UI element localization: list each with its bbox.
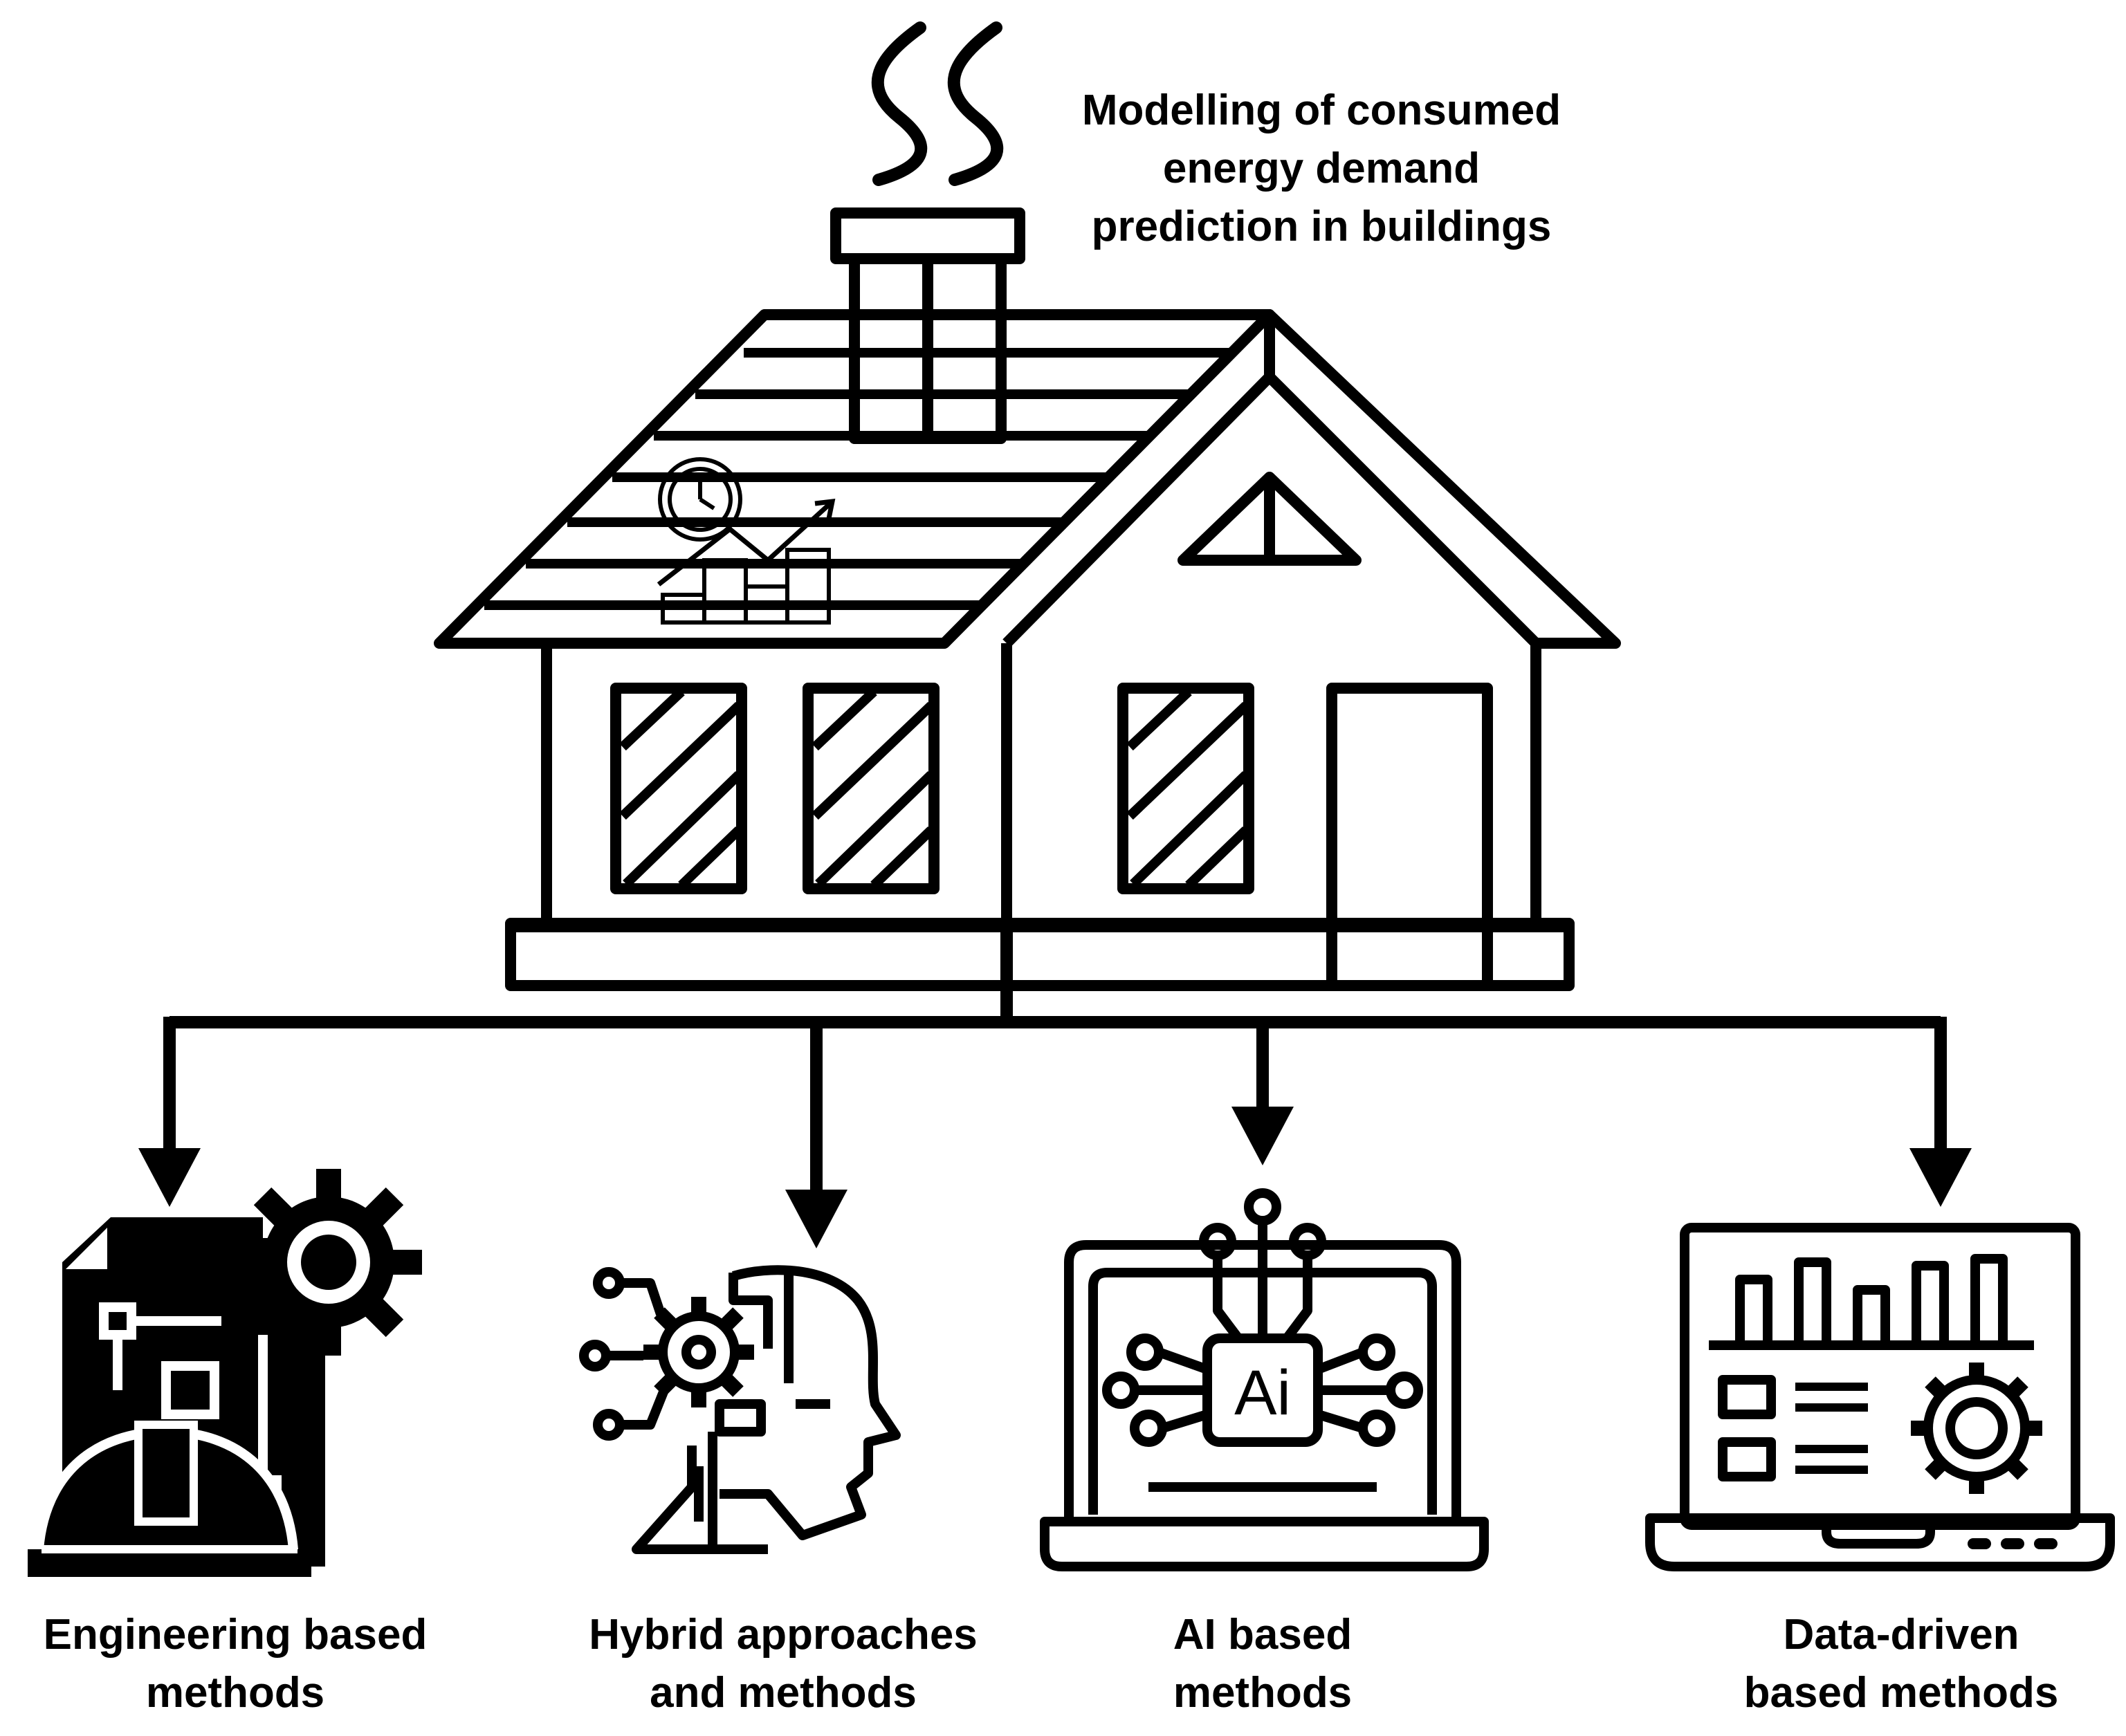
caption-line-1: Hybrid approaches xyxy=(589,1611,978,1659)
connector-lines xyxy=(163,927,1947,1200)
data-dashboard-laptop-icon xyxy=(1645,1223,2115,1571)
engineering-blueprint-gear-helmet-icon xyxy=(28,1169,422,1577)
caption-data-driven-methods: Data-driven based methods xyxy=(1652,1606,2126,1722)
ai-chip-label: Ai xyxy=(1234,1358,1291,1428)
caption-line-2: based methods xyxy=(1743,1669,2059,1717)
arrowheads xyxy=(138,1107,1972,1248)
caption-line-2: methods xyxy=(1173,1669,1353,1717)
arrow-engineering xyxy=(138,1148,201,1207)
house-icon xyxy=(434,207,1621,991)
arrow-hybrid xyxy=(785,1190,847,1248)
caption-line-1: AI based xyxy=(1173,1611,1353,1659)
energy-gauge-chart-icon xyxy=(657,457,836,625)
caption-ai-methods: AI based methods xyxy=(1014,1606,1512,1722)
hybrid-robot-head-gear-icon xyxy=(579,1265,901,1554)
ai-chip-laptop-icon: Ai xyxy=(1040,1188,1489,1571)
caption-hybrid-methods: Hybrid approaches and methods xyxy=(534,1606,1032,1722)
caption-engineering-methods: Engineering based methods xyxy=(0,1606,484,1722)
smoke-icon xyxy=(871,21,1004,186)
caption-line-2: methods xyxy=(145,1669,325,1717)
arrow-data-driven xyxy=(1909,1148,1972,1207)
arrow-ai xyxy=(1231,1107,1294,1165)
title-line-3: prediction in buildings xyxy=(1091,203,1552,250)
caption-line-1: Data-driven xyxy=(1783,1611,2019,1659)
caption-line-1: Engineering based xyxy=(43,1611,428,1659)
diagram-title: Modelling of consumed energy demand pred… xyxy=(1024,82,1619,256)
title-line-1: Modelling of consumed xyxy=(1081,86,1561,134)
title-line-2: energy demand xyxy=(1162,145,1481,192)
caption-line-2: and methods xyxy=(650,1669,917,1717)
